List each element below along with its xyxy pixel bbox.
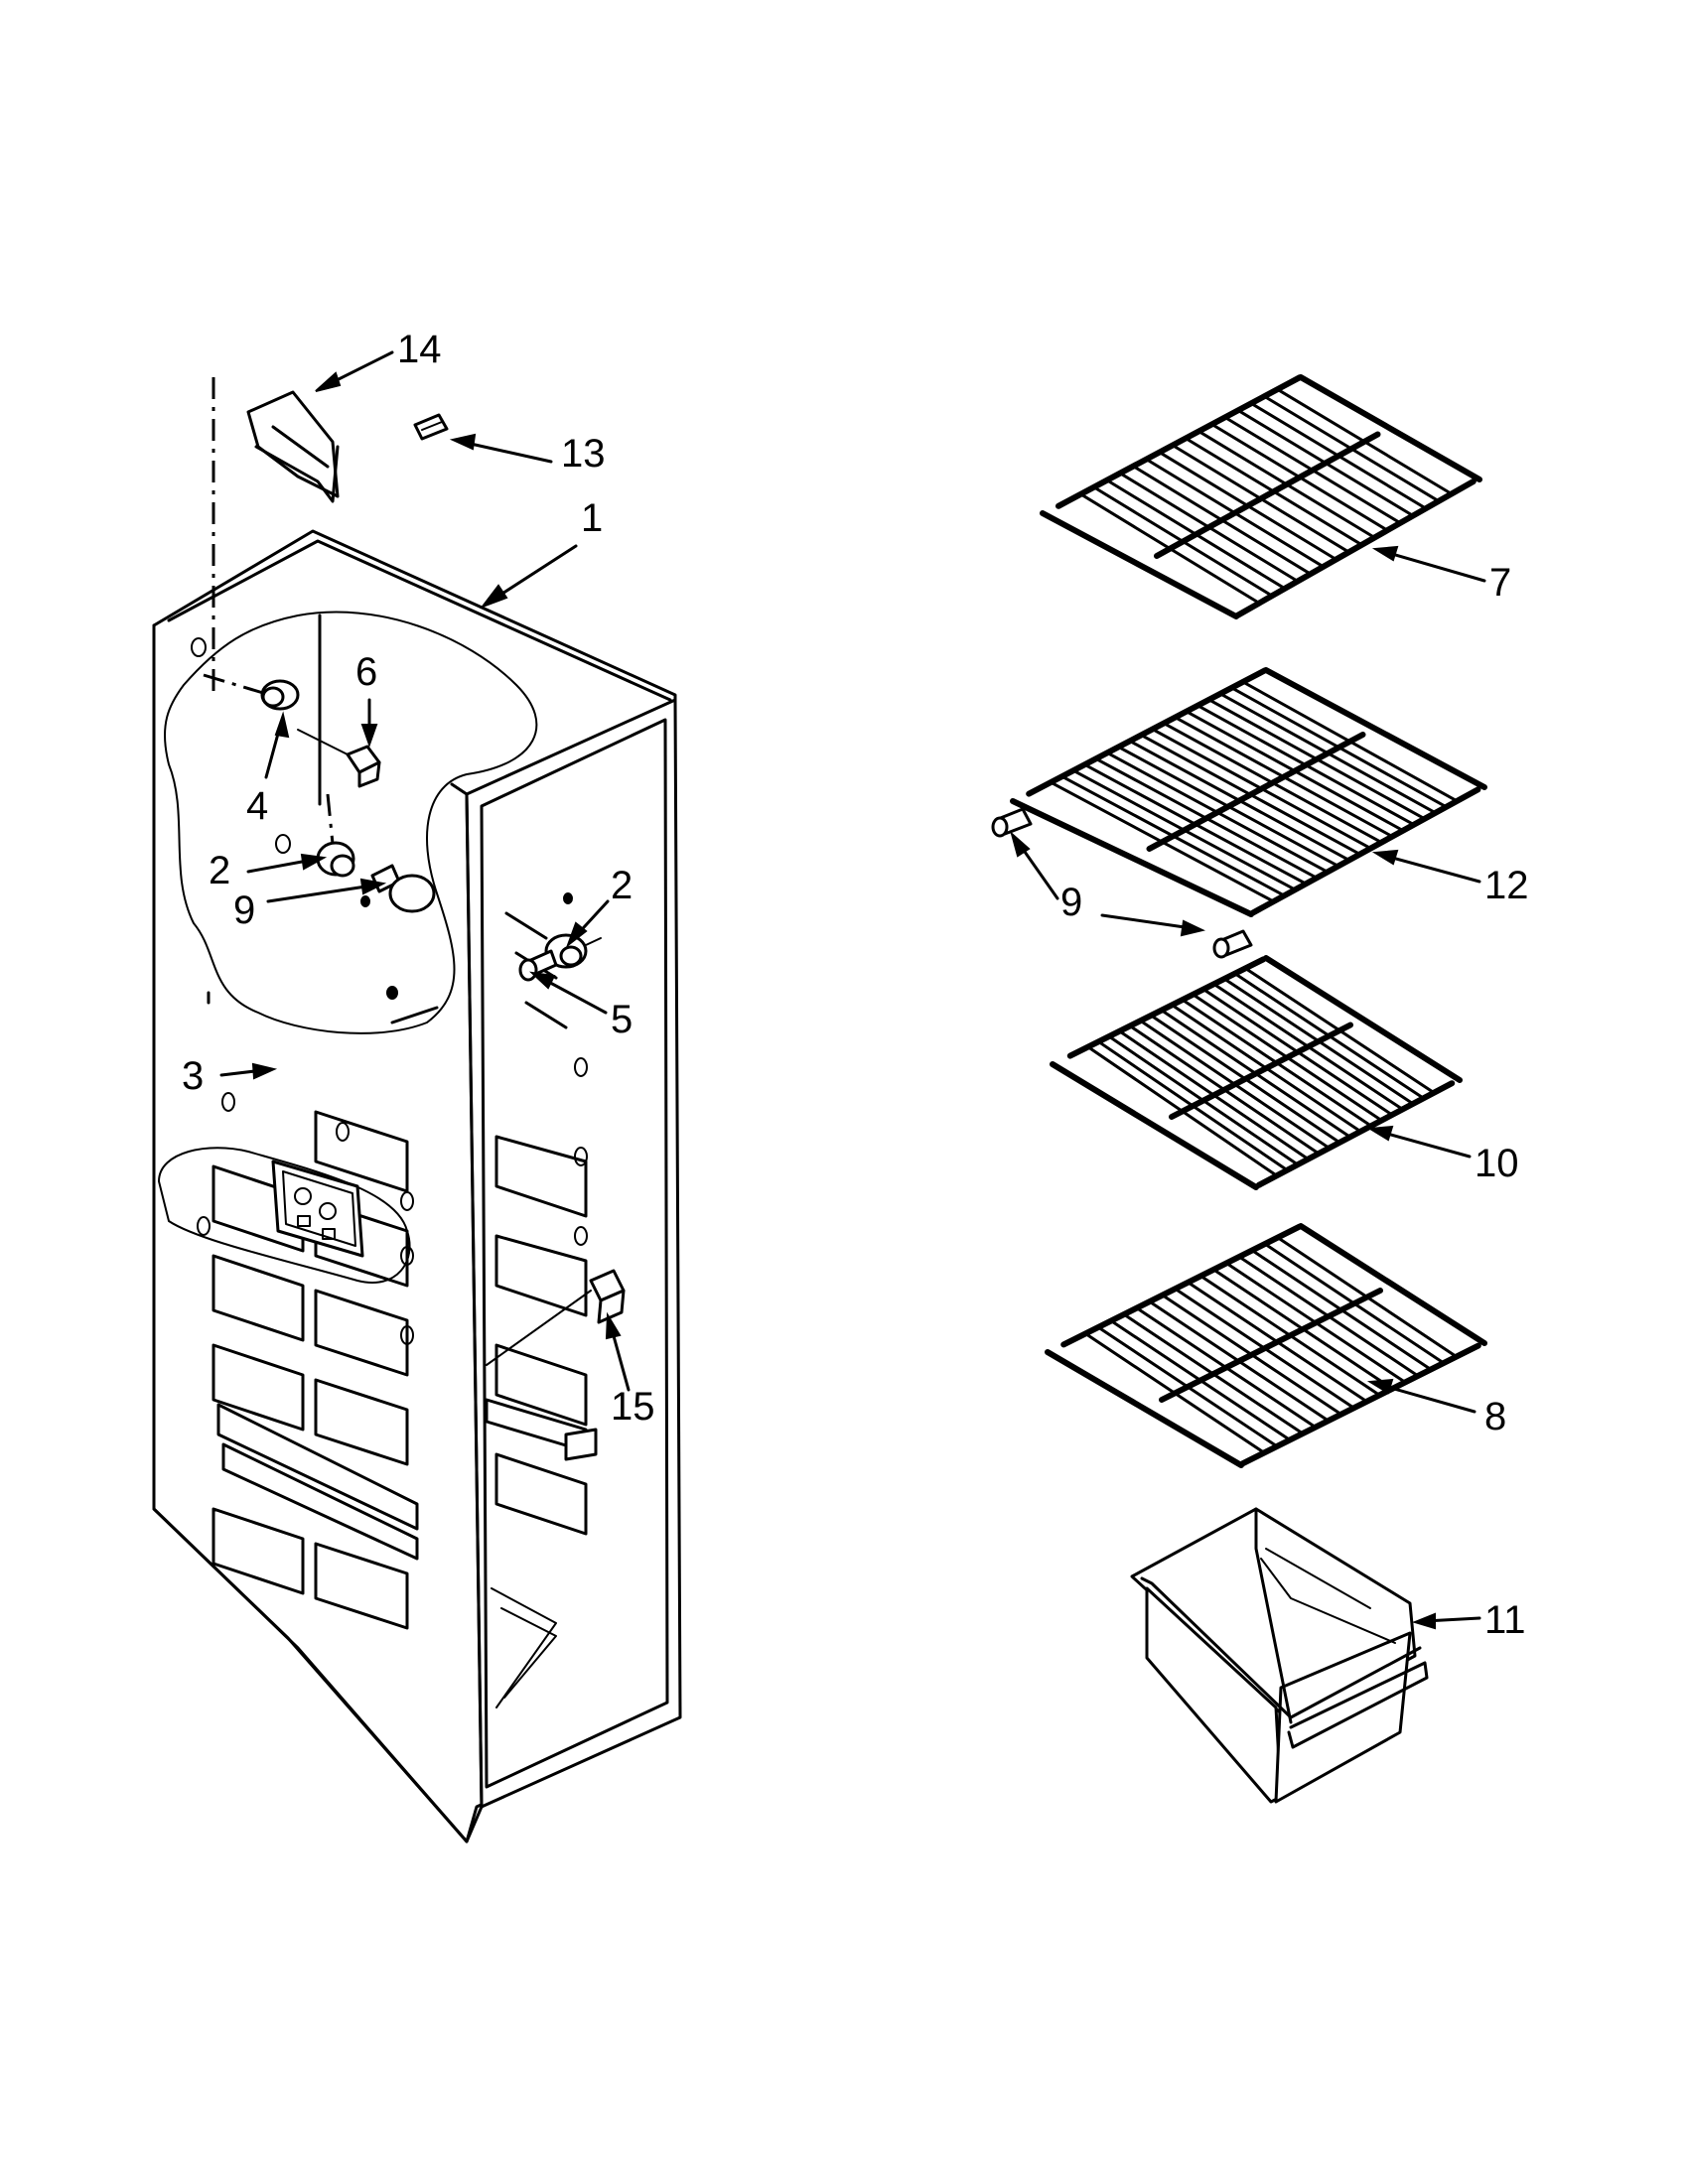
callout-labels: 14 13 1 6 4 2 9 2 5 3 15 7 9 12 10 8 11 (182, 328, 1529, 1642)
shelf-side-rod (1263, 955, 1463, 1083)
shelf-middle-rail (1159, 1288, 1383, 1403)
shelf-front-rail (1234, 478, 1477, 618)
shelf-front-rail (1249, 786, 1481, 916)
part-12-wire-shelf (1010, 667, 1487, 917)
part-2-socket-upper (316, 793, 355, 878)
shelf-side-rod (1298, 374, 1482, 482)
callout-15: 15 (611, 1385, 655, 1429)
freezer-liner (152, 529, 682, 1843)
callout-4: 4 (246, 784, 268, 828)
part-6-clip (297, 729, 381, 788)
callout-6: 6 (355, 650, 377, 694)
callout-13: 13 (561, 432, 606, 476)
shelf-back-rail (1055, 374, 1303, 509)
shelf-front-rail (1239, 1342, 1481, 1467)
callout-3: 3 (182, 1054, 204, 1098)
callout-9-right: 9 (1060, 881, 1082, 924)
shelf-middle-rail (1169, 1022, 1353, 1120)
callout-14: 14 (397, 328, 442, 371)
liner-side-slots (494, 1135, 588, 1536)
shelf-back-rail (1026, 667, 1268, 797)
part-4-knob (203, 673, 300, 711)
callout-12: 12 (1484, 864, 1529, 907)
shelf-back-rail (1066, 956, 1267, 1059)
shelf-front-rail (1255, 1080, 1456, 1188)
callout-10: 10 (1475, 1142, 1519, 1185)
part-11-crisper-bin (1130, 1507, 1429, 1804)
shelf-middle-rail (1146, 732, 1366, 852)
liner-back-cutouts (211, 1110, 419, 1630)
part-8-wire-shelf (1045, 1223, 1487, 1468)
leader-lines (219, 350, 1486, 1630)
part-3-control-panel (158, 1147, 411, 1284)
liner-holes (191, 637, 588, 1345)
shelf-side-rod (1050, 1061, 1259, 1190)
part-7-wire-shelf (1040, 374, 1482, 619)
part-14-bracket (211, 377, 340, 695)
part-10-wire-shelf (1050, 955, 1463, 1190)
part-13-screw (413, 413, 449, 441)
cutaway-outline (163, 611, 538, 1034)
part-9-shelf-pin-right (1212, 929, 1253, 959)
callout-7: 7 (1489, 561, 1511, 605)
shelf-side-rod (1298, 1223, 1487, 1346)
callout-1: 1 (581, 496, 603, 540)
shelf-side-rod (1010, 798, 1254, 917)
callout-2-upper: 2 (209, 849, 230, 892)
part-9-shelf-pin-left (991, 807, 1033, 838)
part-5-screw (518, 949, 558, 982)
callout-2-right: 2 (611, 864, 633, 907)
part-15-switch (485, 1269, 626, 1461)
shelf-side-rod (1040, 510, 1239, 619)
shelf-side-rod (1263, 667, 1487, 790)
callout-11: 11 (1484, 1598, 1526, 1642)
part-2-socket-right (544, 933, 602, 969)
shelf-side-rod (1045, 1349, 1244, 1468)
callout-5: 5 (611, 998, 633, 1041)
callout-8: 8 (1484, 1395, 1506, 1438)
shelf-middle-rail (1154, 431, 1381, 559)
callout-9-upper: 9 (233, 888, 255, 932)
shelf-back-rail (1060, 1223, 1303, 1348)
